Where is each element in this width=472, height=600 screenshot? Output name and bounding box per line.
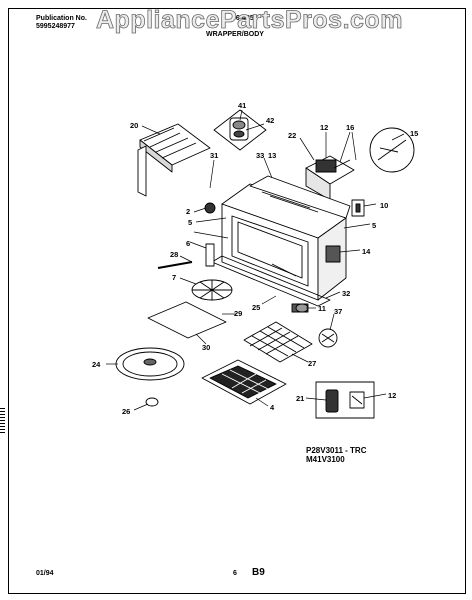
part-label: 12 <box>320 123 328 132</box>
publication-label: Publication No. <box>36 15 87 22</box>
part-label: 33 <box>256 151 264 160</box>
part-label: 7 <box>172 273 176 282</box>
model-number: P28V3011 - TRC <box>306 446 367 455</box>
fan-blade-part <box>191 279 233 301</box>
glass-tray-part <box>147 301 227 339</box>
part-label: 22 <box>288 131 296 140</box>
watermark: AppliancePartsPros.com <box>96 6 403 35</box>
oven-rack-part <box>243 321 313 363</box>
top-panel-part <box>137 123 211 197</box>
foot-part <box>145 397 159 407</box>
part-label: 12 <box>388 391 396 400</box>
part-label: 29 <box>234 309 242 318</box>
section-title: WRAPPER/BODY <box>206 31 264 38</box>
part-label: 13 <box>268 151 276 160</box>
part-label: 30 <box>202 343 210 352</box>
part-label: 31 <box>210 151 218 160</box>
footer-code: B9 <box>252 567 265 578</box>
part-label: 10 <box>380 201 388 210</box>
part-label: 37 <box>334 307 342 316</box>
part-label: 11 <box>318 304 326 313</box>
model-number: M41V3100 <box>306 455 345 464</box>
part-label: 14 <box>362 247 371 256</box>
part-label: 26 <box>122 407 130 416</box>
footer-page-number: 6 <box>233 570 237 577</box>
document-number: 66-4851 <box>232 15 258 22</box>
turntable-part <box>115 347 185 381</box>
footer-date: 01/94 <box>36 570 54 577</box>
oven-body-part <box>211 175 351 307</box>
part-label: 27 <box>308 359 316 368</box>
fan-motor-part <box>213 109 267 151</box>
leader-lines <box>106 109 405 411</box>
control-bracket-part <box>305 155 355 201</box>
publication-number: 5995248977 <box>36 23 75 30</box>
part-label: 24 <box>92 360 101 369</box>
part-label: 5 <box>188 218 192 227</box>
part-label: 4 <box>270 403 275 412</box>
binding-edge-mark <box>0 408 5 434</box>
part-label: 28 <box>170 250 178 259</box>
part-label: 6 <box>186 239 190 248</box>
part-label: 41 <box>238 101 246 110</box>
part-label: 2 <box>186 207 190 216</box>
part-label: 16 <box>346 123 354 132</box>
part-label: 21 <box>296 394 304 403</box>
part-label: 5 <box>372 221 376 230</box>
page-frame <box>8 8 466 594</box>
part-label: 42 <box>266 116 274 125</box>
fastener-part <box>204 202 216 214</box>
part-label: 15 <box>410 129 418 138</box>
damper-disc-part <box>369 127 415 173</box>
broil-pan-part <box>201 359 287 405</box>
probe-part <box>205 243 215 267</box>
part-label: 20 <box>130 121 138 130</box>
part-label: 25 <box>252 303 260 312</box>
part-label: 32 <box>342 289 350 298</box>
